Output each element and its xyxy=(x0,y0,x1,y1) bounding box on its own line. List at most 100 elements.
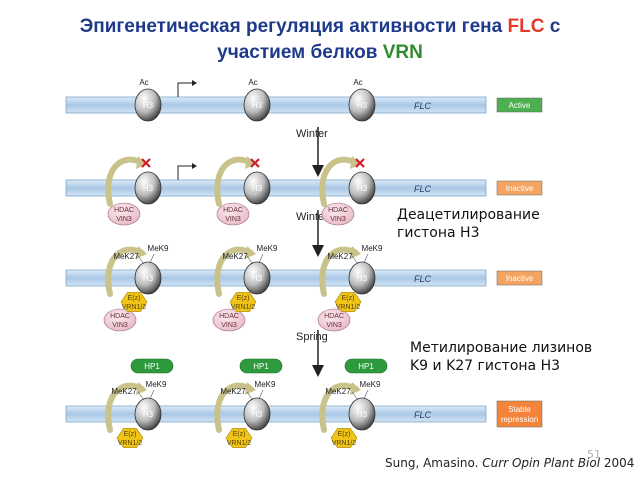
tss-arrow xyxy=(177,165,192,180)
ez-label: E(z) xyxy=(124,431,137,438)
hdac-vin3-complex xyxy=(212,308,246,332)
tss-arrow-head xyxy=(192,80,197,86)
methylation-line1: Метилирование лизинов xyxy=(410,340,593,356)
hdac-label: HDAC xyxy=(219,313,239,320)
ez-label: E(z) xyxy=(342,295,355,302)
mek27-label: MeK27 xyxy=(325,387,351,396)
enzyme-arrow-head xyxy=(350,246,361,259)
histone-label: H3 xyxy=(143,184,154,193)
nucleosome xyxy=(134,261,162,295)
removal-x-icon xyxy=(355,158,365,168)
enzyme-arrow xyxy=(214,382,254,433)
mark-pointer xyxy=(363,389,369,400)
enzyme-arrow xyxy=(105,156,145,207)
mek27-label: MeK27 xyxy=(111,387,137,396)
nucleosome xyxy=(134,88,162,122)
mark-pointer xyxy=(149,389,155,400)
histone-label: H3 xyxy=(252,101,263,110)
citation-authors: Sung, Amasino. xyxy=(385,456,483,470)
enzyme-arrow xyxy=(105,382,145,433)
citation-journal: Curr Opin Plant Biol xyxy=(482,456,601,470)
mek27-label: MeK27 xyxy=(220,387,246,396)
mark-pointer xyxy=(258,389,264,400)
ez-label: E(z) xyxy=(338,431,351,438)
hp1-label: HP1 xyxy=(144,362,160,371)
title-part3: участием белков xyxy=(217,42,383,63)
mark-pointer xyxy=(351,391,359,401)
hdac-label: HDAC xyxy=(324,313,344,320)
ez-label: E(z) xyxy=(233,431,246,438)
gene-label: FLC xyxy=(414,184,432,194)
histone-label: H3 xyxy=(143,274,154,283)
ez-vrn-complex xyxy=(330,428,358,448)
enzyme-arrow xyxy=(105,246,145,297)
vrn-label: VRN1/2 xyxy=(118,440,143,447)
citation-year: 2004 xyxy=(600,456,635,470)
hdac-label: HDAC xyxy=(223,207,243,214)
mek9-label: MeK9 xyxy=(255,380,276,389)
vin3-label: VIN3 xyxy=(326,322,342,329)
nucleosome xyxy=(243,171,271,205)
nucleosome xyxy=(348,397,376,431)
tss-arrow-head xyxy=(192,163,197,169)
vrn-label: VRN1/2 xyxy=(231,304,256,311)
mek27-label: MeK27 xyxy=(327,252,353,261)
mark-pointer xyxy=(246,255,254,265)
mek9-label: MeK9 xyxy=(360,380,381,389)
methylation-note: Метилирование лизинов K9 и K27 гистона H… xyxy=(410,339,592,375)
hdac-vin3-complex xyxy=(321,202,355,226)
histone-label: H3 xyxy=(252,184,263,193)
vin3-label: VIN3 xyxy=(221,322,237,329)
state-label: repression xyxy=(501,415,538,424)
histone-label: H3 xyxy=(252,274,263,283)
tss-arrow xyxy=(177,82,192,97)
enzyme-arrow-head xyxy=(136,156,147,169)
title-part2: с xyxy=(544,16,561,37)
enzyme-arrow-head xyxy=(245,156,256,169)
mark-pointer xyxy=(149,253,155,264)
enzyme-arrow-head xyxy=(350,382,361,395)
title-part1: Эпигенетическая регуляция активности ген… xyxy=(79,16,508,37)
dna-strand xyxy=(65,405,487,423)
ez-label: E(z) xyxy=(128,295,141,302)
histone-label: H3 xyxy=(357,184,368,193)
mark-pointer xyxy=(246,391,254,401)
dna-strand xyxy=(65,179,487,197)
hdac-label: HDAC xyxy=(114,207,134,214)
hdac-vin3-complex xyxy=(107,202,141,226)
enzyme-arrow-head xyxy=(245,382,256,395)
nucleosome xyxy=(243,261,271,295)
histone-label: H3 xyxy=(252,410,263,419)
dna-strand xyxy=(65,269,487,287)
ez-vrn-complex xyxy=(229,292,257,312)
state-label: Active xyxy=(509,101,531,110)
hdac-vin3-complex xyxy=(103,308,137,332)
histone-label: H3 xyxy=(143,410,154,419)
enzyme-arrow-head xyxy=(136,246,147,259)
ez-vrn-complex xyxy=(116,428,144,448)
mark-pointer xyxy=(351,255,359,265)
deacetylation-note: Деацетилирование гистона H3 xyxy=(397,206,540,242)
mark-pointer xyxy=(363,253,369,264)
state-box xyxy=(496,270,543,286)
histone-label: H3 xyxy=(357,274,368,283)
gene-label: FLC xyxy=(414,274,432,284)
title-protein: VRN xyxy=(382,42,423,63)
mark-pointer xyxy=(137,255,145,265)
slide-title: Эпигенетическая регуляция активности ген… xyxy=(0,14,640,66)
title-gene: FLC xyxy=(507,16,545,37)
hp1-label: HP1 xyxy=(358,362,374,371)
hdac-label: HDAC xyxy=(328,207,348,214)
state-label: Inactive xyxy=(506,184,534,193)
enzyme-arrow xyxy=(319,382,359,433)
removal-x-icon xyxy=(141,158,151,168)
nucleosome xyxy=(348,261,376,295)
methylation-line2: K9 и K27 гистона H3 xyxy=(410,358,561,374)
hp1-protein xyxy=(344,358,388,374)
enzyme-arrow-head xyxy=(245,246,256,259)
transition-label: Winter xyxy=(296,128,328,140)
state-label: Stable xyxy=(508,405,531,414)
enzyme-arrow xyxy=(214,246,254,297)
mark-pointer xyxy=(137,391,145,401)
